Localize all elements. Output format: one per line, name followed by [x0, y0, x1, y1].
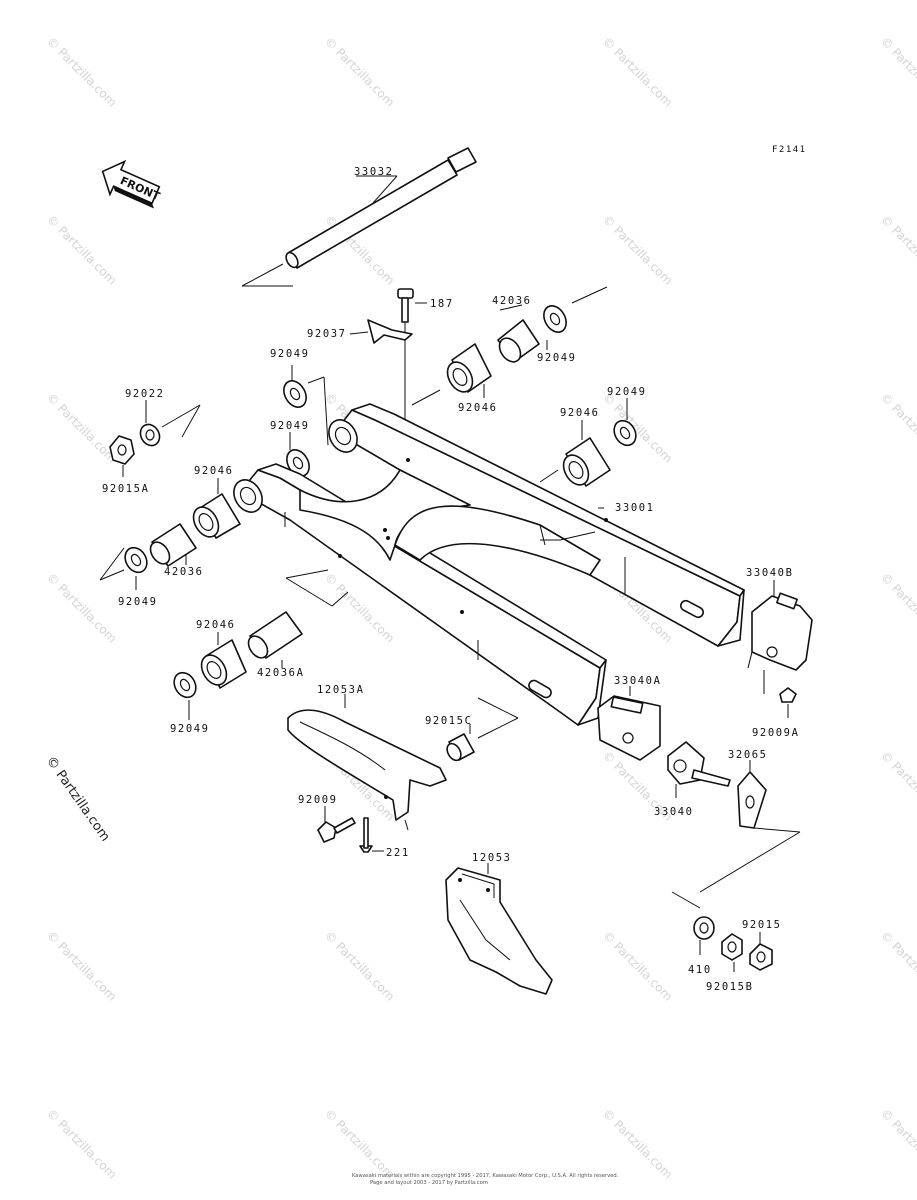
watermark-text: © Partzilla.com	[322, 34, 397, 109]
label-92046-lower: 92046	[196, 619, 236, 631]
watermark-text: © Partzilla.com	[600, 390, 675, 465]
watermark-text: © Partzilla.com	[878, 34, 917, 109]
seal-lower-left	[99, 546, 349, 607]
watermark-text: © Partzilla.com	[878, 390, 917, 465]
nut-92015	[749, 932, 773, 971]
label-92037: 92037	[307, 328, 347, 340]
label-32065: 32065	[728, 749, 768, 761]
needle-bearing-right	[539, 398, 637, 487]
label-92022: 92022	[125, 388, 165, 400]
watermark-text: © Partzilla.com	[322, 928, 397, 1003]
label-92015C: 92015C	[425, 715, 473, 727]
screw-221	[359, 817, 384, 853]
watermark-text: © Partzilla.com	[44, 570, 119, 645]
label-221: 221	[386, 847, 410, 859]
label-92049-lower-left: 92049	[118, 596, 158, 608]
watermark-text: © Partzilla.com	[44, 928, 119, 1003]
collar-42036A	[247, 611, 303, 668]
chain-adjuster-33040A	[597, 686, 661, 761]
watermark-text: © Partzilla.com	[878, 748, 917, 823]
watermark-text: © Partzilla.com	[44, 212, 119, 287]
label-42036-top: 42036	[492, 295, 532, 307]
label-92049-top: 92049	[537, 352, 577, 364]
swingarm-33001	[233, 403, 745, 726]
watermark-text: © Partzilla.com	[600, 1106, 675, 1181]
collar-top	[497, 286, 608, 363]
copyright-line-2: Page and layout 2003 - 2017 by Partzilla…	[370, 1180, 488, 1186]
label-33032: 33032	[354, 166, 394, 178]
bracket-32065	[671, 760, 801, 909]
seal-mid-left	[286, 432, 310, 477]
label-92015B: 92015B	[706, 981, 754, 993]
bolt-92009	[317, 806, 356, 843]
seal-lower	[173, 671, 197, 720]
washer-410	[693, 916, 715, 955]
figure-code: F2141	[772, 145, 807, 155]
clip-92037	[349, 319, 413, 344]
needle-bearing-top	[411, 343, 492, 406]
label-92049-lower: 92049	[170, 723, 210, 735]
seal-upper-left	[283, 365, 329, 446]
watermark-text: © Partzilla.com	[600, 928, 675, 1003]
label-42036A: 42036A	[257, 667, 305, 679]
label-187: 187	[430, 298, 454, 310]
label-33040: 33040	[654, 806, 694, 818]
watermark-text: © Partzilla.com	[600, 34, 675, 109]
label-92049-right: 92049	[607, 386, 647, 398]
watermark-text: © Partzilla.com	[44, 1106, 119, 1181]
copyright-line-1: Kawasaki materials within are copyright …	[352, 1173, 619, 1179]
label-12053: 12053	[472, 852, 512, 864]
label-92046-right: 92046	[560, 407, 600, 419]
nut-92015B	[721, 933, 743, 972]
watermark-text: © Partzilla.com	[44, 34, 119, 109]
label-92015A: 92015A	[102, 483, 150, 495]
label-12053A: 12053A	[317, 684, 365, 696]
nut-92015A	[109, 435, 135, 477]
part-labels: 33032 187 42036 92037 92049 92049 92046 …	[102, 166, 800, 993]
collar-92015C	[446, 724, 475, 762]
label-42036-mid: 42036	[164, 566, 204, 578]
label-92009: 92009	[298, 794, 338, 806]
washer-92022	[139, 400, 201, 447]
bolt-92009A	[763, 670, 797, 718]
watermark-text: © Partzilla.com	[878, 928, 917, 1003]
side-watermark: © Partzilla.com	[43, 754, 113, 845]
needle-bearing-lower	[200, 632, 247, 689]
label-33040A: 33040A	[614, 675, 662, 687]
chain-adjuster-33040	[667, 741, 731, 798]
watermark-text: © Partzilla.com	[322, 1106, 397, 1181]
needle-bearing-left	[192, 478, 241, 539]
front-arrow-icon: FRONT	[101, 159, 162, 209]
watermark-text: © Partzilla.com	[878, 212, 917, 287]
pivot-shaft	[241, 147, 477, 287]
label-92049-upper-left: 92049	[270, 348, 310, 360]
label-92049-mid-left: 92049	[270, 420, 310, 432]
label-410: 410	[688, 964, 712, 976]
chain-guide-12053	[445, 863, 553, 995]
chain-adjuster-33040B	[747, 580, 813, 671]
watermark-text: © Partzilla.com	[600, 212, 675, 287]
watermark-text: © Partzilla.com	[878, 570, 917, 645]
watermark-text: © Partzilla.com	[44, 390, 119, 465]
label-92046-left: 92046	[194, 465, 234, 477]
label-92046-top: 92046	[458, 402, 498, 414]
label-33001: 33001	[615, 502, 655, 514]
label-33040B: 33040B	[746, 567, 794, 579]
chain-slider-12053A	[287, 694, 519, 831]
watermark-text: © Partzilla.com	[878, 1106, 917, 1181]
label-92009A: 92009A	[752, 727, 800, 739]
collar-left	[149, 523, 197, 567]
label-92015: 92015	[742, 919, 782, 931]
